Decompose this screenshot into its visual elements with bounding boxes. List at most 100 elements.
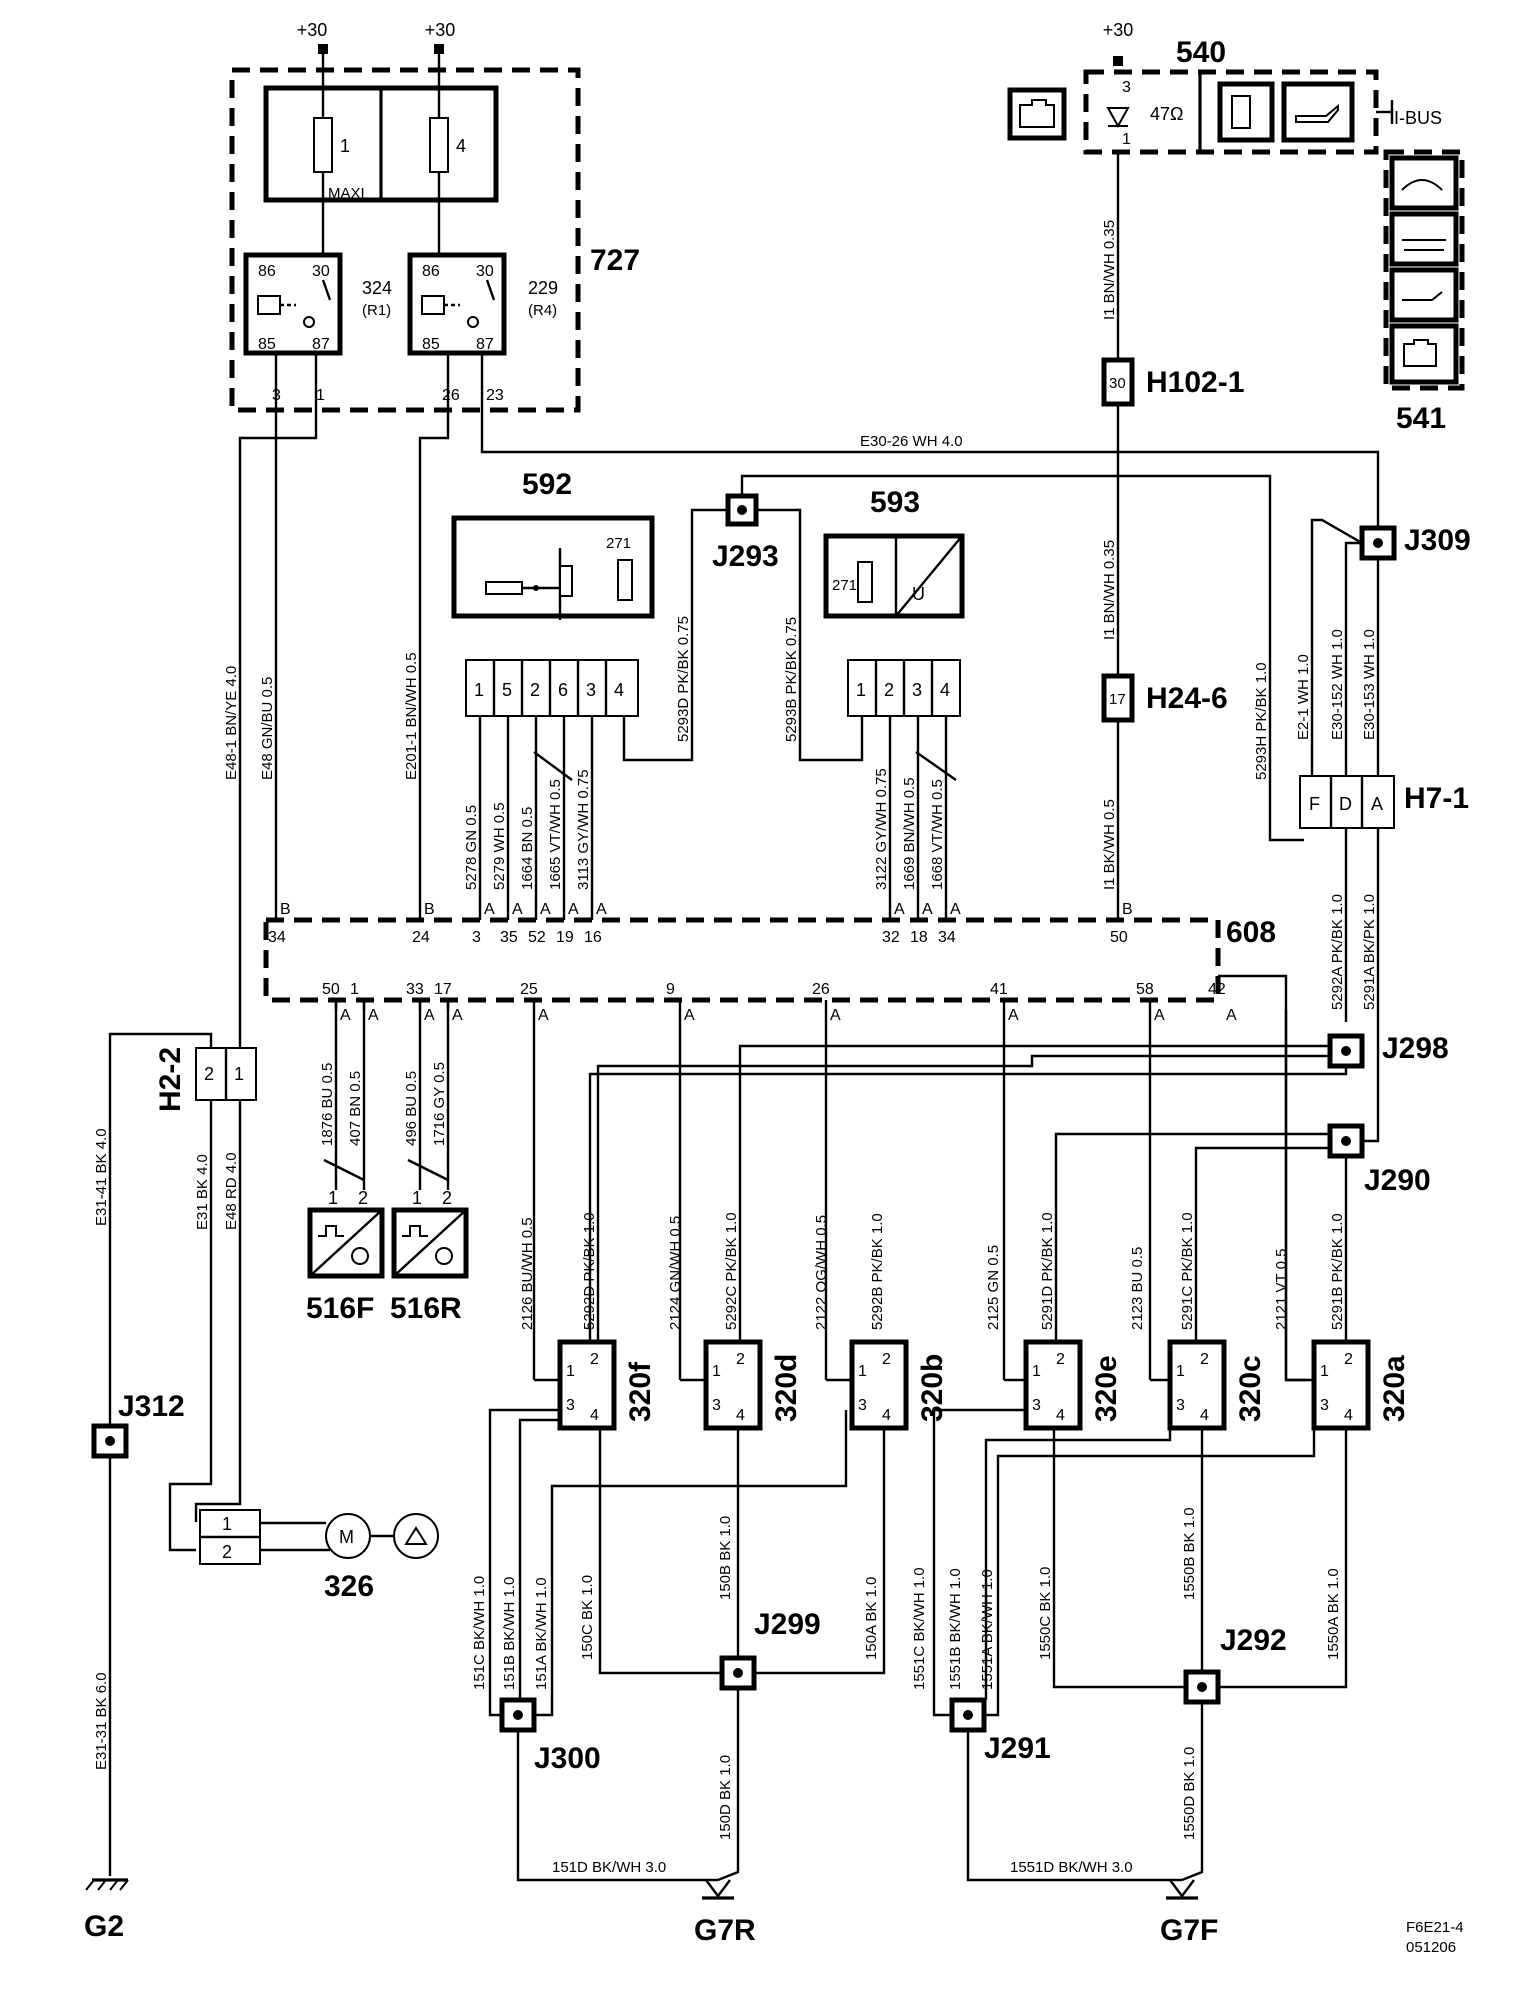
pin-side-label: A (484, 901, 495, 918)
component-727-label: 727 (590, 244, 640, 277)
wire-label: 150A BK 1.0 (863, 1577, 880, 1660)
pin-label: 1 (1320, 1363, 1329, 1380)
junction-j293-label: J293 (712, 540, 779, 573)
pin-label: 4 (1200, 1407, 1209, 1424)
upper-wiring: E30-26 WH 4.0 E48-1 BN/YE 4.0 E48 GN/BU … (223, 150, 1471, 1118)
pin-label: 1 (328, 1188, 338, 1208)
fuse-4 (429, 117, 449, 173)
voltage-label: U (912, 584, 925, 604)
pin-label: 26 (812, 981, 830, 998)
wire-label: 1550B BK 1.0 (1181, 1507, 1198, 1600)
motor-label: M (339, 1527, 354, 1547)
valve-label: 320b (916, 1354, 949, 1422)
valve-label: 320f (624, 1361, 657, 1422)
wire-label: E30-152 WH 1.0 (1329, 629, 1346, 740)
pin-label: 2 (1056, 1351, 1065, 1368)
pin-label: 26 (442, 387, 460, 404)
pin-label: 4 (590, 1407, 599, 1424)
pin-label: 2 (204, 1064, 214, 1084)
relay-contact (467, 316, 479, 328)
relay-pin-label: 85 (422, 336, 440, 353)
connector-593: 1 2 3 4 (847, 659, 961, 717)
wire-label: 3113 GY/WH 0.75 (575, 769, 592, 890)
connector-h2-2-label: H2-2 (154, 1047, 187, 1112)
wire-label: 151C BK/WH 1.0 (471, 1576, 488, 1690)
pin-side-label: A (950, 901, 961, 918)
pin-label: 1 (350, 981, 359, 998)
sensor-592: 592 271 1 5 2 6 3 4 (451, 468, 655, 717)
pin-label: 1 (1032, 1363, 1041, 1380)
component-592-label: 592 (522, 468, 572, 501)
pin-label: 4 (882, 1407, 891, 1424)
wire-label: 2125 GN 0.5 (985, 1245, 1002, 1330)
junction-j300-label: J300 (534, 1742, 601, 1775)
pin-label: 5 (502, 680, 512, 700)
junction-j290-group: J290 (1054, 1118, 1431, 1380)
pin-label: 35 (500, 929, 518, 946)
wire-label: 1876 BU 0.5 (319, 1063, 336, 1146)
pin-side-label: A (1008, 1007, 1019, 1024)
oil-can-icon (1281, 81, 1355, 143)
wire-label: 5291C PK/BK 1.0 (1179, 1212, 1196, 1330)
rear-ground-return: 151C BK/WH 1.0 151B BK/WH 1.0 151A BK/WH… (471, 1408, 886, 1947)
pin-label: 2 (1344, 1351, 1353, 1368)
pin-label: 6 (558, 680, 568, 700)
relay-coil (257, 295, 281, 315)
wire-label: I1 BN/WH 0.35 (1101, 220, 1118, 320)
instrument-541: 541 (1383, 149, 1465, 435)
pin-label: 2 (358, 1188, 368, 1208)
junction-j298-label: J298 (1382, 1032, 1449, 1065)
wire-label: 5293H PK/BK 1.0 (1253, 662, 1270, 780)
pin-label: 3 (858, 1397, 867, 1414)
instrument-540-frame (1083, 69, 1379, 155)
power-feed: 2 1 H2-2 E31-41 BK 4.0 J312 E31-31 BK 6.… (91, 1032, 439, 1876)
pin-label: 4 (940, 680, 950, 700)
wire-label: 1716 GY 0.5 (431, 1062, 448, 1146)
wire-label: E30-26 WH 4.0 (860, 433, 963, 450)
ibus-label: I-BUS (1394, 108, 1442, 128)
pin-label: 2 (884, 680, 894, 700)
pin-side-label: A (512, 901, 523, 918)
connector-h7-1: F D A H7-1 (1299, 775, 1469, 829)
wire-label: 407 BN 0.5 (347, 1071, 364, 1146)
pin-side-label: B (424, 901, 435, 918)
relay-324-label: 324 (362, 278, 392, 298)
fuse-relay-box-727: 727 +30 +30 1 4 MAXI 86 30 85 87 324 (R1… (229, 20, 640, 413)
junction-j309-label: J309 (1404, 524, 1471, 557)
pin-label: 4 (614, 680, 624, 700)
pin-label: 2 (442, 1188, 452, 1208)
pin-side-label: B (280, 901, 291, 918)
pin-label: 25 (520, 981, 538, 998)
pin-label: 58 (1136, 981, 1154, 998)
wire-label: 2121 VT 0.5 (1273, 1249, 1290, 1330)
pin-label: F (1309, 794, 1320, 814)
pin-label: 1 (712, 1363, 721, 1380)
fuse-4-label: 4 (456, 136, 466, 156)
hood-open-icon (1389, 155, 1459, 211)
fuse-maxi-label: MAXI (328, 185, 365, 202)
wire-label: 5291A BK/PK 1.0 (1361, 894, 1378, 1010)
wire-label: 2122 OG/WH 0.5 (813, 1215, 830, 1330)
pin-label: 3 (1122, 79, 1131, 96)
valve-label: 320a (1378, 1355, 1411, 1422)
pin-label: 3 (566, 1397, 575, 1414)
fuel-pump-icon (1217, 81, 1275, 143)
valve-body (1023, 1339, 1083, 1431)
wire-label: 5278 GN 0.5 (463, 805, 480, 890)
component-540-label: 540 (1176, 36, 1226, 69)
pin-label: 1 (474, 680, 484, 700)
pin-side-label: A (540, 901, 551, 918)
pin-label: 17 (1109, 691, 1126, 708)
pin-label: 1 (1122, 131, 1131, 148)
pin-side-label: A (424, 1007, 435, 1024)
wire-label: E48 GN/BU 0.5 (259, 677, 276, 780)
relay-pin-label: 87 (312, 336, 330, 353)
ground-g7f-label: G7F (1160, 1914, 1218, 1947)
pin-label: 50 (1110, 929, 1128, 946)
junction-j292-label: J292 (1220, 1624, 1287, 1657)
pin-label: 34 (938, 929, 956, 946)
